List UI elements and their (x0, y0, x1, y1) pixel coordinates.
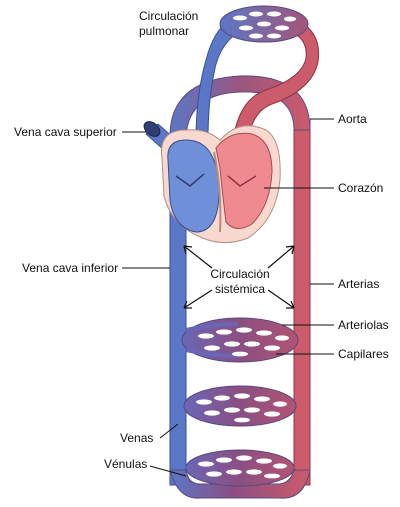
label-arteriolas: Arteriolas (338, 318, 389, 332)
label-systemic-1: Circulación (210, 267, 269, 281)
capillary-bed-upper (181, 317, 299, 363)
septum (213, 151, 222, 233)
label-capilares: Capilares (338, 347, 389, 361)
label-pulmonary-2: pulmonar (139, 24, 189, 38)
left-atrium-ventricle (215, 132, 273, 229)
label-aorta: Aorta (338, 112, 367, 126)
capillary-bed-middle (183, 385, 297, 427)
label-arterias: Arterias (338, 277, 379, 291)
valve-right (175, 173, 205, 187)
artery-vessel (293, 119, 311, 486)
label-venas: Venas (120, 431, 153, 445)
label-venulas: Vénulas (104, 457, 147, 471)
valve-left (227, 175, 257, 187)
systemic-arrows (183, 245, 295, 309)
label-corazon: Corazón (338, 181, 383, 195)
label-pulmonary-1: Circulación (139, 9, 198, 23)
pulmonary-circuit (195, 5, 320, 151)
leader-lines (122, 118, 334, 477)
label-systemic-2: sistémica (215, 282, 265, 296)
capillary-bed-lower (185, 449, 295, 487)
heart (161, 125, 281, 244)
pulmonary-capillary-gaps (233, 11, 296, 39)
label-vena-cava-inferior: Vena cava inferior (22, 261, 118, 275)
label-vena-cava-superior: Vena cava superior (14, 125, 117, 139)
